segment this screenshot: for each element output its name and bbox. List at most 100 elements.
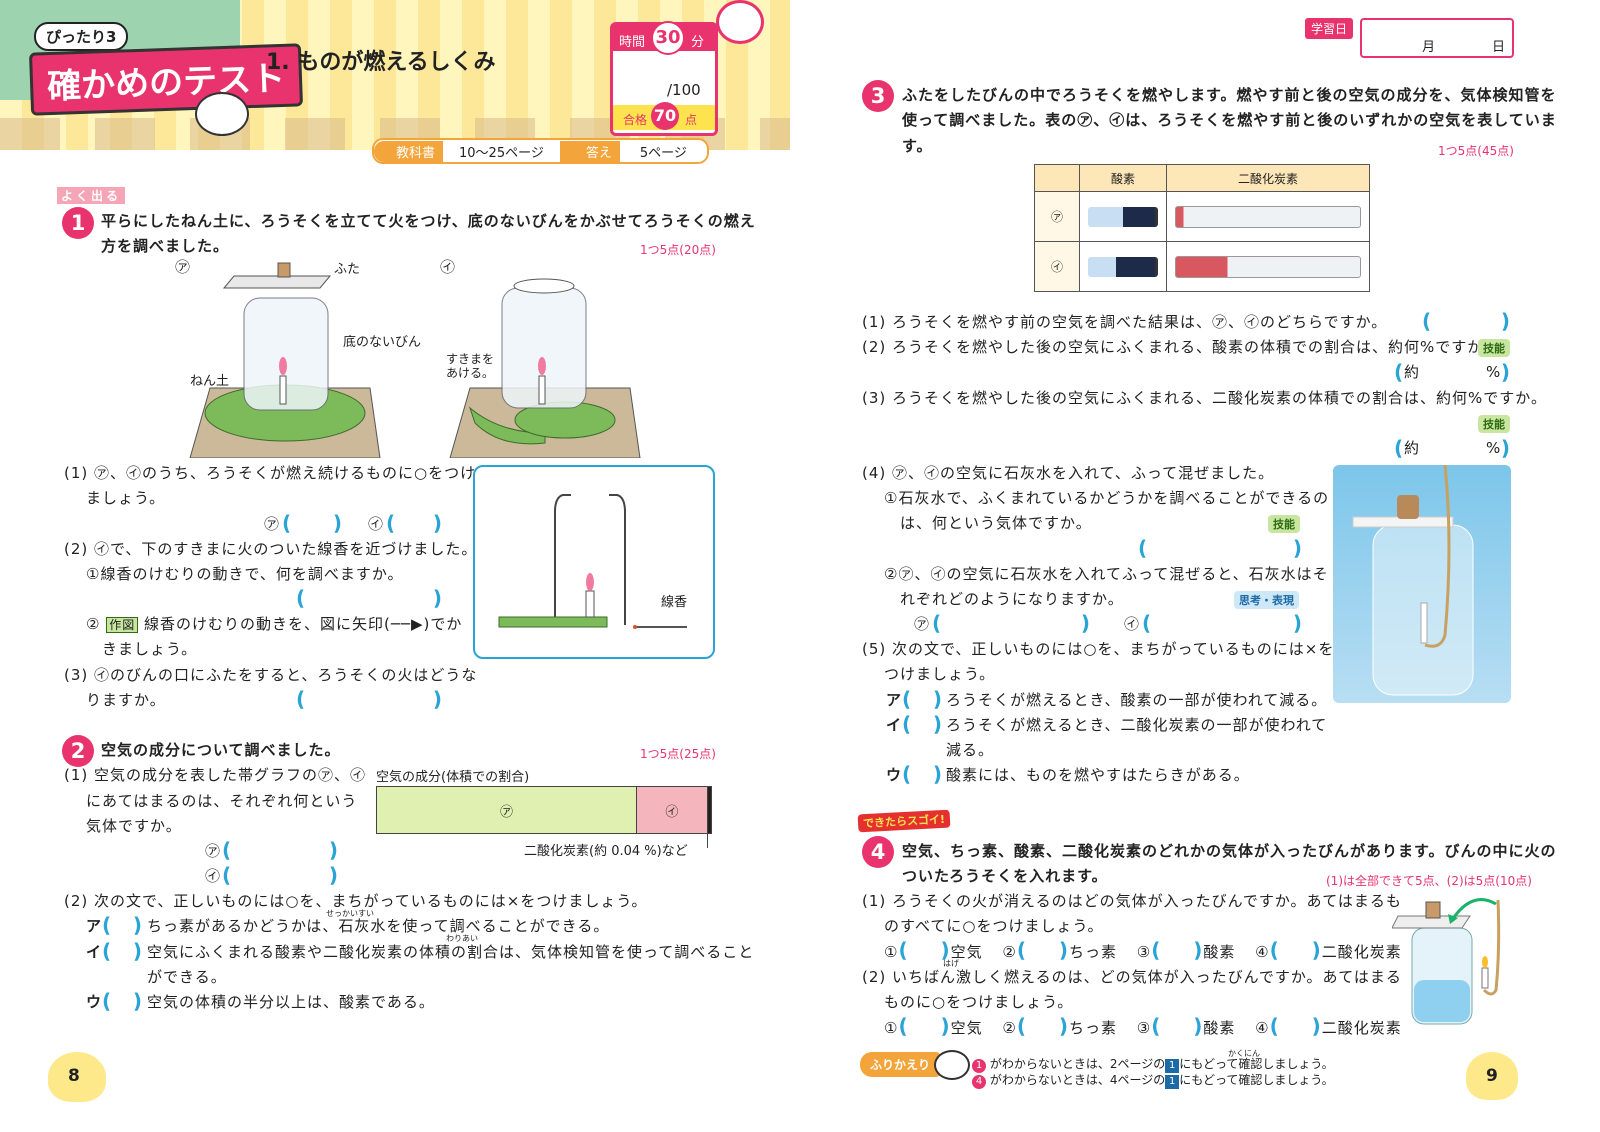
q3-p2: (2) ろうそくを燃やした後の空気にふくまれる、酸素の体積での割合は、約何%です… xyxy=(862,338,1499,356)
q1-p2-sub2-num: ② xyxy=(86,615,101,633)
q3-p4-s1-line2: は、何という気体ですか。 xyxy=(900,514,1092,532)
q3-p5-a-answer[interactable]: () xyxy=(902,687,942,711)
q1-p1-i-answer[interactable]: () xyxy=(386,511,442,535)
q2-p1-a-answer[interactable]: () xyxy=(222,838,338,862)
q3-p3: (3) ろうそくを燃やした後の空気にふくまれる、二酸化炭素の体積での割合は、約何… xyxy=(862,389,1547,407)
q4-p2-opt1-answer[interactable]: ( ) xyxy=(898,1014,951,1038)
q4-p2-opt3-answer[interactable]: ( ) xyxy=(1151,1014,1204,1038)
textbook-label: 教科書 xyxy=(374,140,444,162)
q4-text-2: ついたろうそくを入れます。 xyxy=(902,867,1108,885)
q2-p2-a-mark: ア xyxy=(86,917,103,935)
q2-p1-i-answer[interactable]: () xyxy=(222,863,338,887)
study-date-box[interactable]: 月 日 xyxy=(1360,18,1514,58)
q3-p1-answer[interactable]: () xyxy=(1422,309,1510,333)
q4-p1-opt4-num: ④ xyxy=(1255,943,1270,961)
q4-p1-line2: のすべてに○をつけましょう。 xyxy=(884,917,1104,935)
table-row-a-label: ㋐ xyxy=(1034,191,1080,242)
yokuderu-tag: よく出る xyxy=(57,187,126,204)
q4-p1-opt3-num: ③ xyxy=(1136,943,1152,961)
q1-text-1: 平らにしたねん土に、ろうそくを立てて火をつけ、底のないびんをかぶせてろうそくの燃… xyxy=(101,212,756,230)
q1-number: 1 xyxy=(62,207,94,239)
q4-p1-line1: (1) ろうそくの火が消えるのはどの気体が入ったびんですか。あてはまるも xyxy=(862,892,1402,910)
q4-p2-opt1: 空気 xyxy=(950,1019,983,1037)
q3-p4-s1-badge: 技能 xyxy=(1268,515,1300,533)
q4-p2-line2: ものに○をつけましょう。 xyxy=(884,993,1074,1011)
q3-p5-i-text: ろうそくが燃えるとき、二酸化炭素の一部が使われて xyxy=(946,716,1328,734)
time-band: 時間 30 分 xyxy=(613,21,715,55)
arrow-drawing-box[interactable]: 線香 xyxy=(473,465,715,659)
q4-p2-opt2: ちっ素 xyxy=(1068,1019,1117,1037)
pass-band: 合格 70 点 xyxy=(613,102,715,130)
q2-p2-a-ruby: せっかいすい xyxy=(326,909,374,918)
q2-p2-i-text2: ができる。 xyxy=(147,968,227,986)
q3-p5-i-answer[interactable]: () xyxy=(902,712,942,736)
q2-p1-a-mark: ㋐ xyxy=(205,842,222,860)
q1-p1-a-answer[interactable]: () xyxy=(282,511,342,535)
q3-number: 3 xyxy=(862,80,894,112)
furikaeri-line2-end: にもどって確認しましょう。 xyxy=(1179,1073,1334,1087)
q4-p1-opt4-answer[interactable]: ( ) xyxy=(1269,938,1322,962)
q1-p3-answer[interactable]: () xyxy=(296,687,442,711)
furikaeri-line1-text: がわからないときは、2ページの xyxy=(989,1057,1166,1071)
lbl-sukima2: あける。 xyxy=(446,366,495,380)
q3-p2-answer[interactable]: () xyxy=(1394,360,1510,384)
q3-p1: (1) ろうそくを燃やす前の空気を調べた結果は、㋐、㋑のどちらですか。 xyxy=(862,313,1388,331)
q4-p1-opt2-answer[interactable]: ( ) xyxy=(1016,938,1069,962)
time-value: 30 xyxy=(651,21,685,55)
graph-segment-other xyxy=(707,787,712,833)
q1-p1-i-mark: ㋑ xyxy=(368,515,385,533)
pass-value: 70 xyxy=(651,102,679,130)
q3-p4-s1-answer[interactable]: () xyxy=(1138,536,1302,560)
q2-number: 2 xyxy=(62,735,94,767)
series-tag: ぴったり3 xyxy=(34,22,129,51)
series-tag-text: ぴったり3 xyxy=(46,28,117,46)
q2-p2-a-answer[interactable]: () xyxy=(102,913,142,937)
q2-text: 空気の成分について調べました。 xyxy=(101,741,341,759)
q1-p1-line1: (1) ㋐、㋑のうち、ろうそくが燃え続けるものに○をつけ xyxy=(64,464,477,482)
q3-p3-answer[interactable]: () xyxy=(1394,436,1510,460)
q4-p2-opt4-answer[interactable]: ( ) xyxy=(1269,1014,1322,1038)
q2-p2-a-text: ちっ素があるかどうかは、石灰水を使って調べることができる。 xyxy=(147,917,610,935)
q1-p3-line2: りますか。 xyxy=(86,691,166,709)
q2-p2-u-answer[interactable]: () xyxy=(102,989,142,1013)
q2-p1-line1: (1) 空気の成分を表した帯グラフの㋐、㋑ xyxy=(64,766,367,784)
lbl-bin: 底のないびん xyxy=(343,335,422,350)
q3-p4-s2-line2: れぞれどのようになりますか。 xyxy=(900,590,1124,608)
q4-p1-opt1-answer[interactable]: ( ) xyxy=(898,938,951,962)
furikaeri-n4: 4 xyxy=(972,1075,986,1089)
q4-banner: できたらスゴイ! xyxy=(857,809,951,833)
q1-p2-sub1: ①線香のけむりの動きで、何を調べますか。 xyxy=(86,565,404,583)
q4-p2-opt2-answer[interactable]: ( ) xyxy=(1016,1014,1069,1038)
sakuzu-tag: 作図 xyxy=(106,617,139,633)
q3-p4-i-mark: ㋑ xyxy=(1124,615,1141,633)
q3-p2-yaku: 約 xyxy=(1404,363,1421,381)
bottle-gap-diagram xyxy=(498,494,687,629)
q4-p2-line1: (2) いちばん激しく燃えるのは、どの気体が入ったびんですか。あてはまる xyxy=(862,968,1402,986)
graph-segment-a: ㋐ xyxy=(377,787,637,833)
mascot-dog xyxy=(195,92,249,136)
q3-p3-yaku: 約 xyxy=(1404,439,1421,457)
q3-p4-a-answer[interactable]: () xyxy=(932,611,1090,635)
q3-p5-u-answer[interactable]: () xyxy=(902,762,942,786)
q1-p2-sub1-answer[interactable]: () xyxy=(296,586,442,610)
furikaeri-ruby: かくにん xyxy=(1228,1049,1260,1058)
gas-detector-table: 酸素 二酸化炭素 ㋐ ㋑ xyxy=(1034,164,1370,292)
q4-number: 4 xyxy=(862,836,894,868)
q1-p2-sub2-text: 線香のけむりの動きを、図に矢印(──▶)でか xyxy=(144,615,463,633)
q3-text-3: す。 xyxy=(902,137,933,155)
score-denominator: /100 xyxy=(667,81,701,99)
q2-points: 1つ5点(25点) xyxy=(640,747,716,761)
q2-p2-i-answer[interactable]: () xyxy=(102,939,142,963)
air-band-graph: ㋐ ㋑ xyxy=(376,786,712,834)
left-page-num-badge xyxy=(48,1052,106,1102)
graph-title: 空気の成分(体積での割合) xyxy=(376,770,530,785)
q1-p2-sub2: ② 作図 線香のけむりの動きを、図に矢印(──▶)でか xyxy=(86,611,462,638)
graph-a-label: ㋐ xyxy=(499,804,513,820)
q1-p3-line1: (3) ㋑のびんの口にふたをすると、ろうそくの火はどうな xyxy=(64,666,478,684)
q3-p4-i-answer[interactable]: () xyxy=(1142,611,1302,635)
q4-p1-opt3-answer[interactable]: ( ) xyxy=(1151,938,1204,962)
q4-p1-options: ①( )空気 ②( )ちっ素 ③( )酸素 ④( )二酸化炭素 xyxy=(884,938,1401,965)
textbook-pages: 10〜25ページ xyxy=(459,145,544,161)
right-page-num-badge xyxy=(1466,1052,1518,1100)
